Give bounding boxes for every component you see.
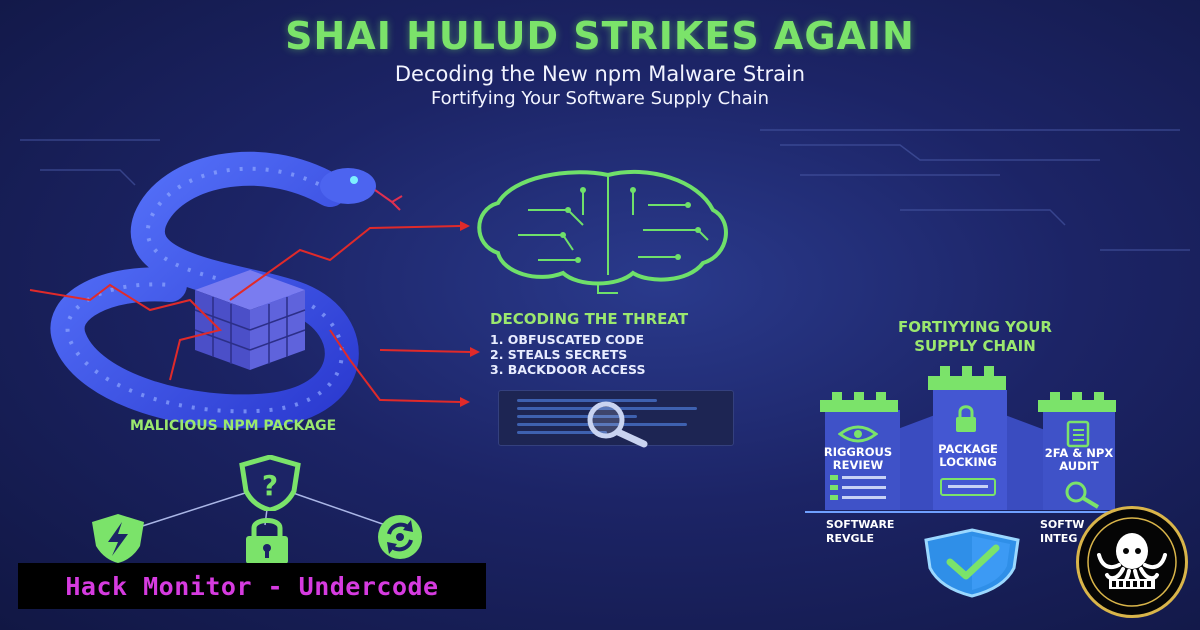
tower-label-audit: 2FA & NPX AUDIT	[1040, 447, 1118, 473]
magnifier-icon	[587, 401, 648, 448]
code-line	[517, 431, 607, 434]
sync-icon	[378, 515, 422, 559]
code-line	[517, 415, 637, 418]
review-list-icon	[830, 475, 886, 500]
package-label: MALICIOUS NPM PACKAGE	[130, 418, 337, 434]
tower-label-locking: PACKAGE LOCKING	[930, 443, 1006, 469]
tower-label-line: PACKAGE	[938, 442, 998, 456]
fortress	[805, 366, 1135, 513]
threat-item: 2. STEALS SECRETS	[490, 347, 628, 362]
software-label-line: REVGLE	[826, 532, 875, 545]
question-shield-icon: ?	[239, 455, 301, 511]
lightning-shield-icon	[92, 514, 144, 563]
tower-label-review: RIGGROUS REVIEW	[820, 446, 896, 472]
page-title: SHAI HULUD STRIKES AGAIN	[285, 14, 915, 58]
code-line	[517, 423, 687, 426]
audit-magnifier-icon	[1065, 481, 1100, 509]
svg-text:?: ?	[262, 469, 278, 502]
threat-heading: DECODING THE THREAT	[490, 310, 689, 328]
threat-item: 3. BACKDOOR ACCESS	[490, 362, 646, 377]
padlock-icon	[246, 518, 288, 564]
threat-item: 1. OBFUSCATED CODE	[490, 332, 645, 347]
code-panel	[498, 390, 734, 446]
check-shield-icon	[924, 528, 1020, 598]
threat-list: 1. OBFUSCATED CODE 2. STEALS SECRETS 3. …	[490, 332, 645, 377]
circuit-brain-icon	[477, 170, 728, 294]
supply-chain-heading: FORTIYYING YOUR SUPPLY CHAIN	[860, 318, 1090, 356]
code-line	[517, 399, 657, 402]
tower-label-line: REVIEW	[832, 458, 884, 472]
software-integrity-label: SOFTW INTEG	[1040, 518, 1084, 546]
software-label-line: SOFTW	[1040, 518, 1085, 531]
tower-label-line: 2FA & NPX	[1044, 446, 1114, 460]
undercode-logo	[1076, 506, 1188, 618]
subtitle-primary: Decoding the New npm Malware Strain	[394, 62, 806, 86]
software-label-line: INTEG	[1040, 532, 1078, 545]
eye-icon	[838, 425, 878, 443]
checklist-icon	[1066, 420, 1090, 448]
supply-chain-heading-line: SUPPLY CHAIN	[914, 337, 1036, 355]
software-review-label: SOFTWARE REVGLE	[826, 518, 894, 546]
tower-label-line: AUDIT	[1059, 459, 1099, 473]
octopus-icon	[1087, 517, 1177, 607]
brand-banner: Hack Monitor - Undercode	[18, 563, 486, 609]
brand-banner-text: Hack Monitor - Undercode	[65, 571, 439, 601]
tower-label-line: LOCKING	[939, 455, 997, 469]
supply-chain-heading-line: FORTIYYING YOUR	[898, 318, 1052, 336]
subtitle-secondary: Fortifying Your Software Supply Chain	[430, 88, 770, 109]
tower-lock-icon	[956, 405, 976, 432]
code-line	[517, 407, 697, 410]
software-label-line: SOFTWARE	[826, 518, 895, 531]
tower-label-line: RIGGROUS	[823, 445, 893, 459]
locking-panel-icon	[940, 478, 996, 496]
